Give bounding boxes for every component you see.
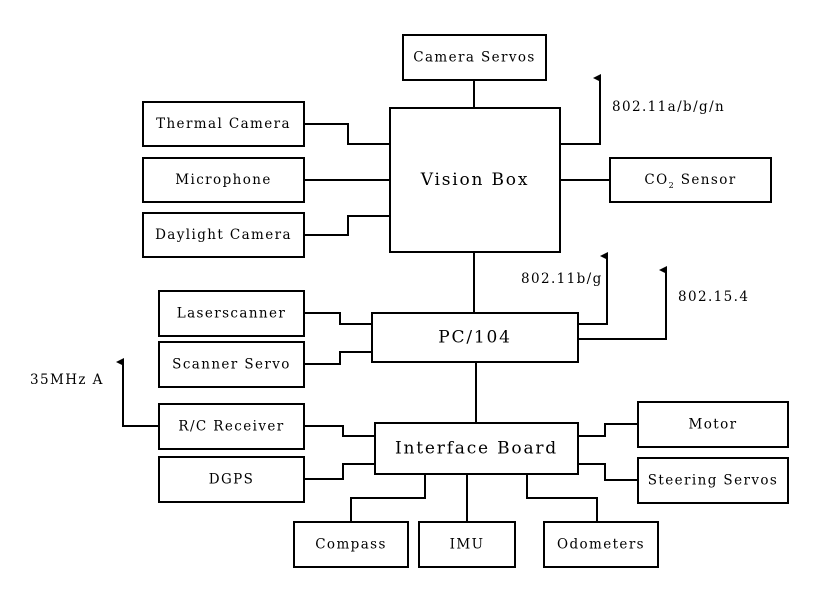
block-daylight-camera: Daylight Camera xyxy=(142,212,305,258)
block-co2-sensor: CO2 Sensor xyxy=(609,157,772,203)
wire-daylight-camera-vision-box xyxy=(304,215,390,236)
wire-pc104-zigbee-antenna xyxy=(578,266,667,340)
wire-interface-board-odometers xyxy=(526,474,598,522)
block-odometers: Odometers xyxy=(543,521,659,568)
block-steering-servos: Steering Servos xyxy=(637,457,789,504)
block-laserscanner: Laserscanner xyxy=(158,290,305,337)
block-label-steering-servos: Steering Servos xyxy=(648,473,778,489)
wire-laserscanner-pc104 xyxy=(304,312,372,325)
co2-label-suffix: Sensor xyxy=(675,172,737,188)
block-label-scanner-servo: Scanner Servo xyxy=(172,357,291,373)
radio-label-wifi-bg: 802.11b/g xyxy=(521,271,603,287)
block-label-camera-servos: Camera Servos xyxy=(413,50,536,66)
wire-pc104-wifi-bg-antenna xyxy=(578,252,608,325)
co2-label-prefix: CO xyxy=(644,172,668,188)
block-motor: Motor xyxy=(637,401,789,448)
block-imu: IMU xyxy=(418,521,516,568)
block-label-odometers: Odometers xyxy=(557,537,645,553)
radio-label-rc-35mhz: 35MHz A xyxy=(30,372,104,388)
block-label-rc-receiver: R/C Receiver xyxy=(178,419,284,435)
block-label-imu: IMU xyxy=(450,537,485,553)
wire-thermal-camera-vision-box xyxy=(304,123,390,145)
block-thermal-camera: Thermal Camera xyxy=(142,101,305,147)
block-label-thermal-camera: Thermal Camera xyxy=(156,116,291,132)
radio-label-wifi-abgn: 802.11a/b/g/n xyxy=(612,99,725,115)
block-microphone: Microphone xyxy=(142,157,305,203)
wire-interface-board-compass xyxy=(350,474,426,522)
block-camera-servos: Camera Servos xyxy=(402,34,547,81)
block-label-co2-sensor: CO2 Sensor xyxy=(644,172,736,190)
wire-rc-receiver-interface-board xyxy=(304,425,375,437)
block-label-laserscanner: Laserscanner xyxy=(177,306,287,322)
block-vision-box: Vision Box xyxy=(389,107,561,253)
co2-label-subscript: 2 xyxy=(669,181,676,190)
block-scanner-servo: Scanner Servo xyxy=(158,341,305,388)
block-label-interface-board: Interface Board xyxy=(395,439,558,459)
block-label-pc104: PC/104 xyxy=(438,328,511,348)
block-interface-board: Interface Board xyxy=(374,422,579,475)
wire-rc-receiver-35mhz-antenna xyxy=(116,358,159,427)
block-label-motor: Motor xyxy=(689,417,738,433)
block-label-compass: Compass xyxy=(315,537,387,553)
block-label-vision-box: Vision Box xyxy=(420,170,529,190)
radio-label-zigbee: 802.15.4 xyxy=(678,289,749,305)
block-label-daylight-camera: Daylight Camera xyxy=(155,227,292,243)
wire-vision-box-wifi-antenna xyxy=(560,74,601,145)
wire-interface-board-steering-servos xyxy=(578,463,638,481)
wire-scanner-servo-pc104 xyxy=(304,351,372,365)
block-rc-receiver: R/C Receiver xyxy=(158,403,305,450)
block-compass: Compass xyxy=(293,521,409,568)
wire-dgps-interface-board xyxy=(304,463,375,480)
block-label-microphone: Microphone xyxy=(175,172,271,188)
connection-wires xyxy=(116,74,667,522)
block-dgps: DGPS xyxy=(158,456,305,503)
block-label-dgps: DGPS xyxy=(209,472,255,488)
block-pc104: PC/104 xyxy=(371,312,579,363)
wire-interface-board-motor xyxy=(578,423,638,437)
